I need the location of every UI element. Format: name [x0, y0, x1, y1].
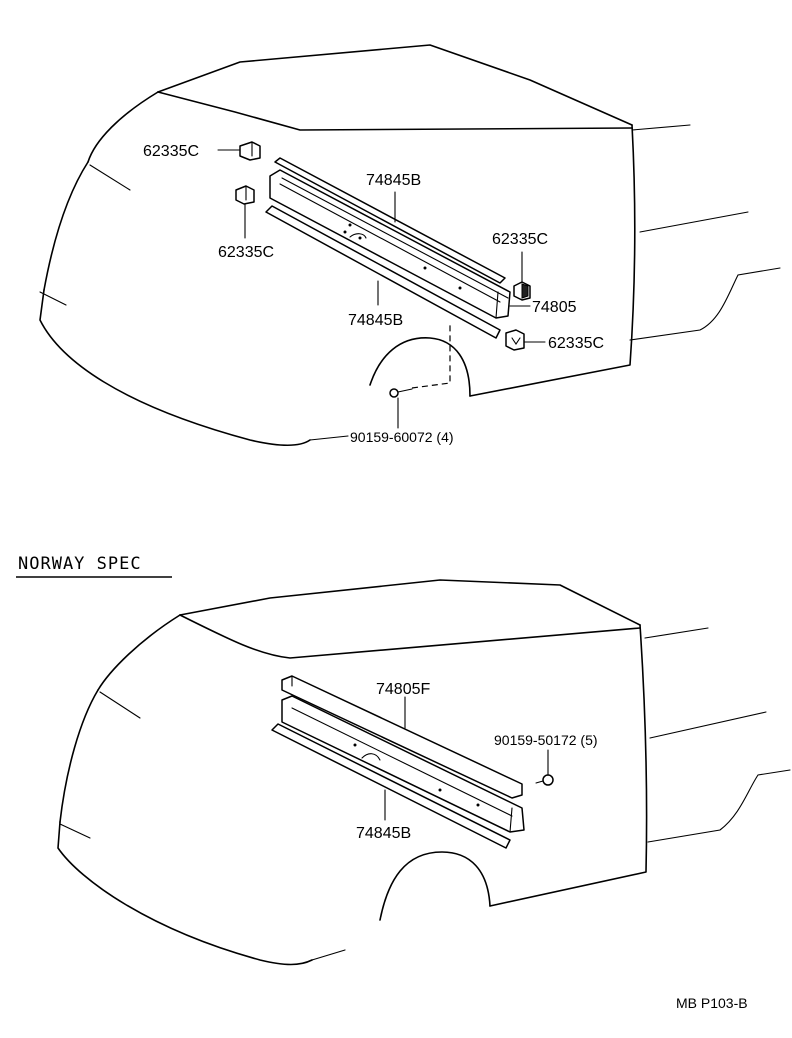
label-62335c-right-upper: 62335C	[492, 231, 548, 248]
label-90159-60072: 90159-60072 (4)	[350, 429, 454, 445]
label-74845b-lower: 74845B	[348, 312, 403, 329]
bottom-screw-shape	[535, 749, 554, 786]
label-62335c-upper-left: 62335C	[143, 143, 199, 160]
bottom-rail-lower-shape	[281, 695, 525, 833]
bottom-leader-lines	[384, 696, 406, 821]
section-title-norway-spec: NORWAY SPEC	[18, 554, 142, 574]
label-74805: 74805	[532, 299, 577, 316]
label-74845b-bottom: 74845B	[356, 825, 411, 842]
top-clip-lower-left-shape	[235, 185, 255, 205]
label-90159-50172: 90159-50172 (5)	[494, 732, 598, 748]
top-clip-right-lower-shape	[505, 329, 525, 351]
top-molding-lower-shape	[265, 205, 501, 339]
page-code: MB P103-B	[676, 995, 748, 1011]
top-rail-shape	[269, 169, 511, 319]
bottom-vehicle-body	[57, 579, 791, 966]
label-74845b-upper: 74845B	[366, 172, 421, 189]
top-screw-shape	[389, 322, 451, 398]
bottom-rail-upper-shape	[281, 675, 523, 799]
label-62335c-lower-left: 62335C	[218, 244, 274, 261]
top-molding-upper-shape	[274, 157, 506, 284]
top-leader-lines	[217, 149, 546, 429]
bottom-molding-shape	[271, 723, 511, 849]
top-clip-right-upper-shape	[513, 281, 531, 301]
top-clip-upper-left-shape	[239, 141, 261, 161]
label-74805f: 74805F	[376, 681, 430, 698]
top-vehicle-body	[39, 44, 781, 447]
label-62335c-right-lower: 62335C	[548, 335, 604, 352]
